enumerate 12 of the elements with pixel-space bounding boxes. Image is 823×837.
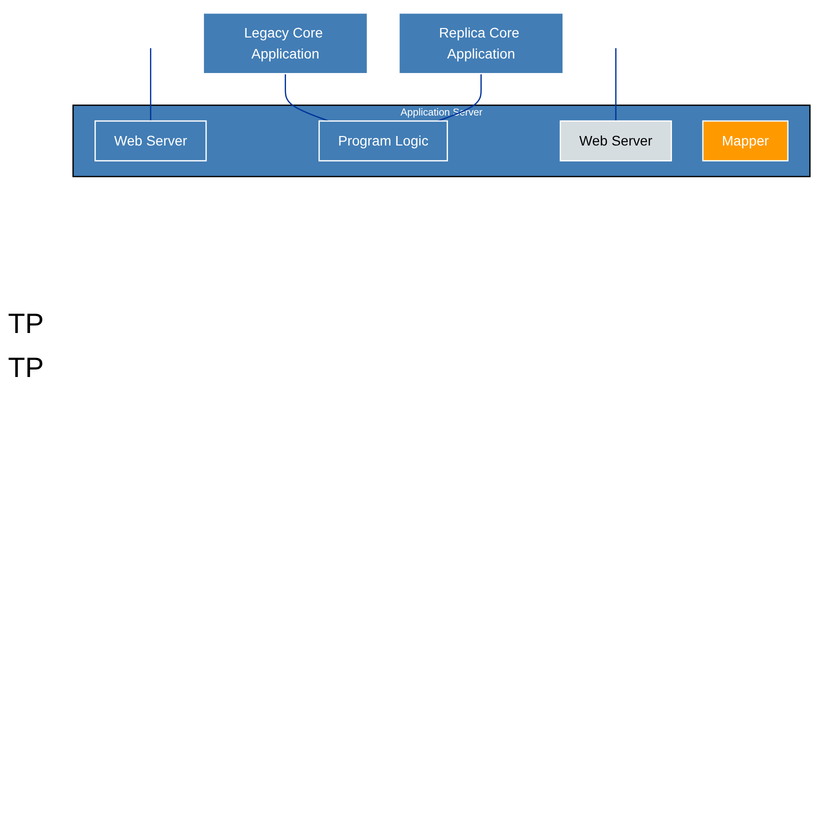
side-label: TP [8, 352, 45, 384]
node-box: Web Server [560, 120, 672, 162]
connector [615, 48, 616, 121]
node-box: Mapper [702, 120, 788, 162]
node-box: Replica Core Application [398, 12, 564, 74]
connector [284, 74, 329, 122]
node-box: Legacy Core Application [202, 12, 368, 74]
connector [438, 74, 482, 122]
node-box: Program Logic [318, 120, 448, 162]
connector [150, 48, 152, 121]
node-box: Web Server [94, 120, 207, 162]
side-label: TP [8, 308, 45, 340]
